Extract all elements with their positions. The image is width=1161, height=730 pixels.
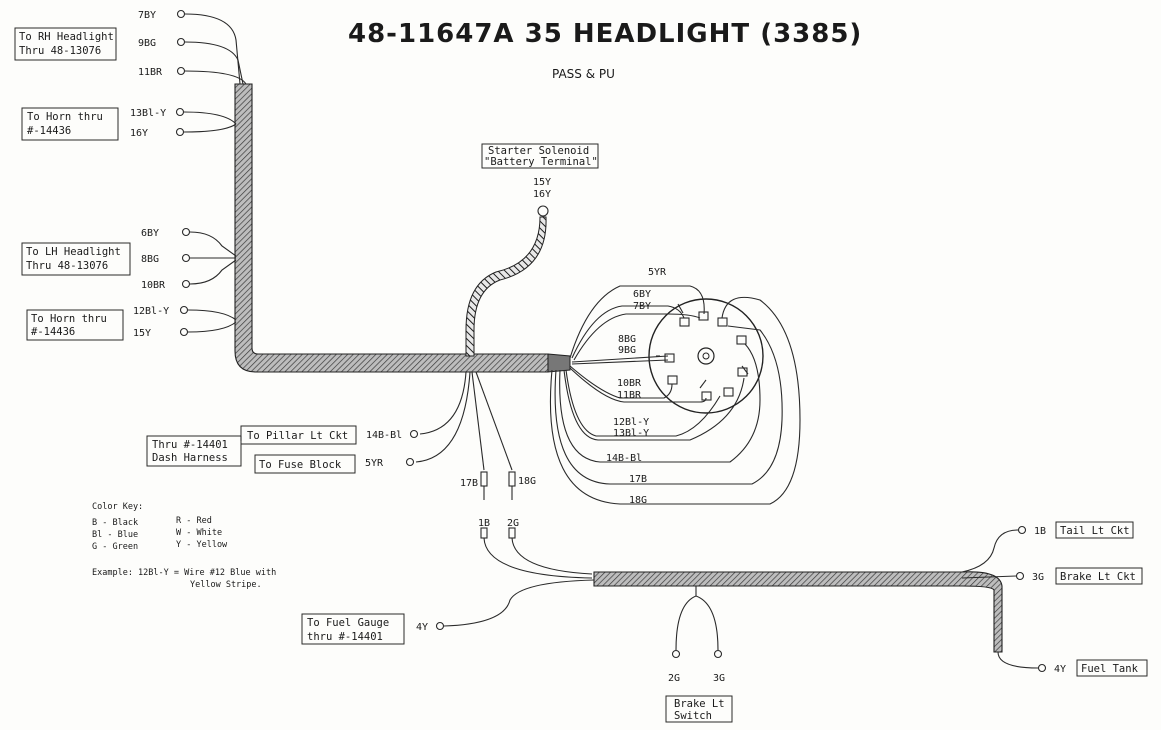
- rh-headlight-box: [14, 27, 117, 61]
- wire-label-15y: 15Y: [133, 328, 151, 339]
- pillar-box: [240, 425, 357, 445]
- color-key-green: G - Green: [92, 542, 138, 552]
- switch-wire-12bl-y: 12Bl-Y: [613, 417, 649, 428]
- fuel-gauge-line2: thru #-14401: [307, 631, 383, 643]
- brake-ckt-wire-3g: 3G: [1032, 572, 1044, 583]
- lh-headlight-line2: Thru 48-13076: [26, 260, 108, 272]
- wire-label-10br: 10BR: [141, 280, 166, 291]
- switch-wire-9bg: 9BG: [618, 345, 636, 356]
- brake-switch-line2: Switch: [674, 710, 712, 722]
- solenoid-wire-16y: 16Y: [533, 189, 551, 200]
- pillar-label: To Pillar Lt Ckt: [247, 430, 348, 442]
- horn-top-wires: [175, 107, 237, 137]
- conn-17b: 17B: [460, 478, 478, 489]
- color-key-white: W - White: [176, 528, 222, 538]
- color-key: Color Key: B - Black Bl - Blue G - Green…: [92, 502, 276, 590]
- lh-headlight-wires: [181, 227, 237, 289]
- lh-headlight-line1: To LH Headlight: [26, 246, 121, 258]
- horn-bottom-line2: #-14436: [31, 326, 75, 338]
- solenoid-box: [481, 143, 599, 169]
- color-key-heading: Color Key:: [92, 502, 143, 512]
- horn-top-line2: #-14436: [27, 125, 71, 137]
- fuel-gauge-box: [301, 613, 405, 645]
- switch-wire-11br: 11BR: [617, 390, 642, 401]
- switch-wire-17b: 17B: [629, 474, 647, 485]
- color-key-blue: Bl - Blue: [92, 530, 138, 540]
- pillar-wire-14b-bl: 14B-Bl: [366, 430, 402, 441]
- switch-wire-8bg: 8BG: [618, 334, 636, 345]
- wire-label-12bl-y: 12Bl-Y: [133, 306, 169, 317]
- dash-harness-line1: Thru #-14401: [152, 439, 228, 451]
- fuel-tank-box: [1076, 659, 1148, 677]
- wire-label-16y: 16Y: [130, 128, 148, 139]
- dash-breakout-wires: [405, 371, 513, 471]
- solenoid-braided-cable: [465, 216, 547, 357]
- wire-label-7by: 7BY: [138, 10, 156, 21]
- horn-bottom-wires: [179, 305, 237, 337]
- horn-bottom-box: [26, 309, 124, 341]
- wire-label-13bl-y: 13Bl-Y: [130, 108, 166, 119]
- diagram-subtitle: PASS & PU: [552, 67, 615, 81]
- tail-label: Tail Lt Ckt: [1060, 525, 1130, 537]
- solenoid-line1: Starter Solenoid: [488, 145, 589, 157]
- fuse-wire-5yr: 5YR: [365, 458, 384, 469]
- wire-label-11br: 11BR: [138, 67, 163, 78]
- rear-harness: [593, 571, 1003, 653]
- color-key-example: Example: 12Bl-Y = Wire #12 Blue with: [92, 568, 276, 578]
- fuel-gauge-wire-4y: 4Y: [416, 622, 428, 633]
- switch-wires: [549, 285, 801, 505]
- brake-ckt-label: Brake Lt Ckt: [1060, 571, 1136, 583]
- tail-box: [1055, 521, 1134, 539]
- diagram-title: 48-11647A 35 HEADLIGHT (3385): [348, 19, 862, 49]
- fuel-tank-label: Fuel Tank: [1081, 663, 1139, 675]
- dash-harness-line2: Dash Harness: [152, 452, 228, 464]
- solenoid-line2: "Battery Terminal": [484, 156, 598, 168]
- solenoid-wire-15y: 15Y: [533, 177, 551, 188]
- rear-harness-wires: [435, 525, 1047, 673]
- fuse-box: [254, 454, 356, 474]
- harness-breakout: [547, 353, 571, 373]
- color-key-yellow: Y - Yellow: [176, 540, 228, 550]
- lh-headlight-box: [21, 242, 131, 276]
- tail-wire-1b: 1B: [1034, 526, 1046, 537]
- brake-switch-wire-3g: 3G: [713, 673, 725, 684]
- inline-connectors: [480, 471, 593, 579]
- wire-label-9bg: 9BG: [138, 38, 156, 49]
- switch-wire-13bl-y: 13Bl-Y: [613, 428, 649, 439]
- brake-ckt-box: [1055, 567, 1143, 585]
- horn-top-line1: To Horn thru: [27, 111, 103, 123]
- conn-1b: 1B: [478, 518, 490, 529]
- wire-label-6by: 6BY: [141, 228, 159, 239]
- brake-switch-line1: Brake Lt: [674, 698, 725, 710]
- conn-2g: 2G: [507, 518, 519, 529]
- switch-wire-6by: 6BY: [633, 289, 651, 300]
- wire-label-8bg: 8BG: [141, 254, 159, 265]
- rh-headlight-line2: Thru 48-13076: [19, 45, 101, 57]
- fuse-label: To Fuse Block: [259, 459, 342, 471]
- color-key-black: B - Black: [92, 518, 138, 528]
- fuel-tank-wire-4y: 4Y: [1054, 664, 1066, 675]
- switch-wire-14b-bl: 14B-Bl: [606, 453, 642, 464]
- color-key-red: R - Red: [176, 516, 212, 526]
- rh-headlight-line1: To RH Headlight: [19, 31, 114, 43]
- conn-18g: 18G: [518, 476, 536, 487]
- switch-wire-10br: 10BR: [617, 378, 642, 389]
- color-key-example-cont: Yellow Stripe.: [190, 580, 262, 590]
- brake-switch-box: [665, 695, 733, 723]
- headlight-switch: [648, 298, 764, 414]
- brake-switch-wire-2g: 2G: [668, 673, 680, 684]
- solenoid-ring-terminal: [537, 205, 549, 217]
- horn-top-box: [21, 107, 119, 141]
- fuel-gauge-line1: To Fuel Gauge: [307, 617, 389, 629]
- rh-headlight-wires: [176, 9, 247, 85]
- switch-wire-5yr: 5YR: [648, 267, 667, 278]
- main-harness-trunk: [234, 83, 549, 373]
- horn-bottom-line1: To Horn thru: [31, 313, 107, 325]
- dash-harness-box: [146, 435, 242, 467]
- switch-wire-7by: 7BY: [633, 301, 651, 312]
- switch-wire-18g: 18G: [629, 495, 647, 506]
